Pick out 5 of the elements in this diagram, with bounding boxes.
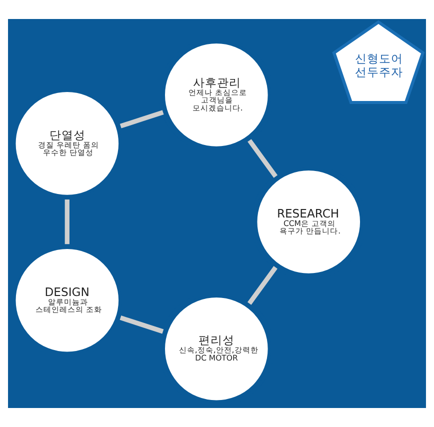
connector [248, 139, 278, 178]
connector [120, 110, 164, 128]
connector [120, 316, 164, 334]
connector [247, 266, 278, 305]
connector [64, 200, 70, 244]
